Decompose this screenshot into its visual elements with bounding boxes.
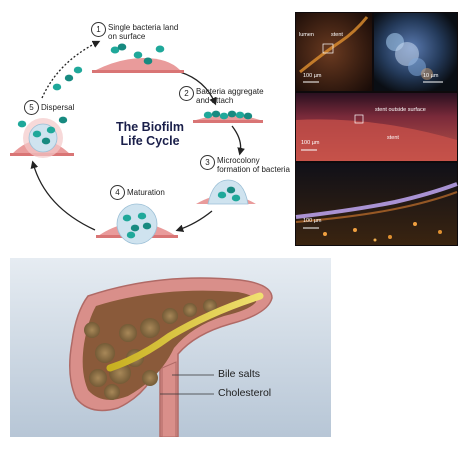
step-3-line-1: Microcolony xyxy=(217,156,260,165)
panel-c-label: stent outside surface xyxy=(375,107,426,113)
bile-salts-streak xyxy=(106,292,264,372)
stage1-illustration xyxy=(92,43,184,73)
step-1-line-2: on surface xyxy=(108,32,146,41)
step-2-line-1: Bacteria aggregate xyxy=(196,87,264,96)
cycle-arrow-1-2 xyxy=(179,71,217,106)
stage4-illustration xyxy=(96,203,178,245)
panel-c-scale: 100 µm xyxy=(301,140,320,146)
step-2-number: 2 xyxy=(179,86,194,101)
gallbladder-illustration: Bile salts Cholesterol xyxy=(10,258,331,437)
panel-a-label-stent: stent xyxy=(331,32,343,38)
step-5-line-1: Dispersal xyxy=(41,103,75,112)
panel-d-scale: 100 µm xyxy=(303,218,322,224)
step-3-number: 3 xyxy=(200,155,215,170)
step-4-number: 4 xyxy=(110,185,125,200)
biofilm-cycle-diagram: The Biofilm Life Cycle 1 Single bacteria… xyxy=(0,0,293,248)
step-4-line-1: Maturation xyxy=(127,188,165,197)
panel-a-label-lumen: lumen xyxy=(299,32,314,38)
gallbladder-graphic xyxy=(10,258,331,437)
panel-b-scale: 10 µm xyxy=(423,73,439,79)
biofilm-cycle-title: The Biofilm Life Cycle xyxy=(100,120,200,148)
cholesterol-label: Cholesterol xyxy=(218,387,272,399)
panel-c-label-stent: stent xyxy=(387,135,399,141)
biofilm-cycle-graphic xyxy=(10,40,263,245)
step-3-line-2: formation of bacteria xyxy=(217,165,290,174)
title-line-1: The Biofilm xyxy=(115,120,185,134)
cycle-arrow-4-5 xyxy=(30,160,96,231)
step-1-line-1: Single bacteria land xyxy=(108,23,179,32)
step-1-number: 1 xyxy=(91,22,106,37)
cycle-arrow-5-1 xyxy=(41,40,101,99)
title-line-2: Life Cycle xyxy=(120,134,180,148)
step-1-label: Single bacteria land on surface xyxy=(108,23,208,41)
step-5-number: 5 xyxy=(24,100,39,115)
stage3-illustration xyxy=(196,179,256,205)
bile-duct xyxy=(161,361,177,437)
step-5-label: Dispersal xyxy=(41,103,101,112)
step-3-label: Microcolony formation of bacteria xyxy=(217,156,293,174)
step-4-label: Maturation xyxy=(127,188,207,197)
cycle-arrow-2-3 xyxy=(231,125,245,156)
stage2-illustration xyxy=(193,110,263,123)
stage5-illustration xyxy=(10,66,83,158)
micrograph-graphic xyxy=(295,13,458,245)
step-2-label: Bacteria aggregate and attach xyxy=(196,87,291,105)
cycle-arrow-3-4 xyxy=(175,210,213,233)
micrograph-panels: lumen stent 100 µm 10 µm stent outside s… xyxy=(295,12,458,246)
step-2-line-2: and attach xyxy=(196,96,234,105)
bile-salts-label: Bile salts xyxy=(218,368,261,380)
panel-a-scale: 100 µm xyxy=(303,73,322,79)
